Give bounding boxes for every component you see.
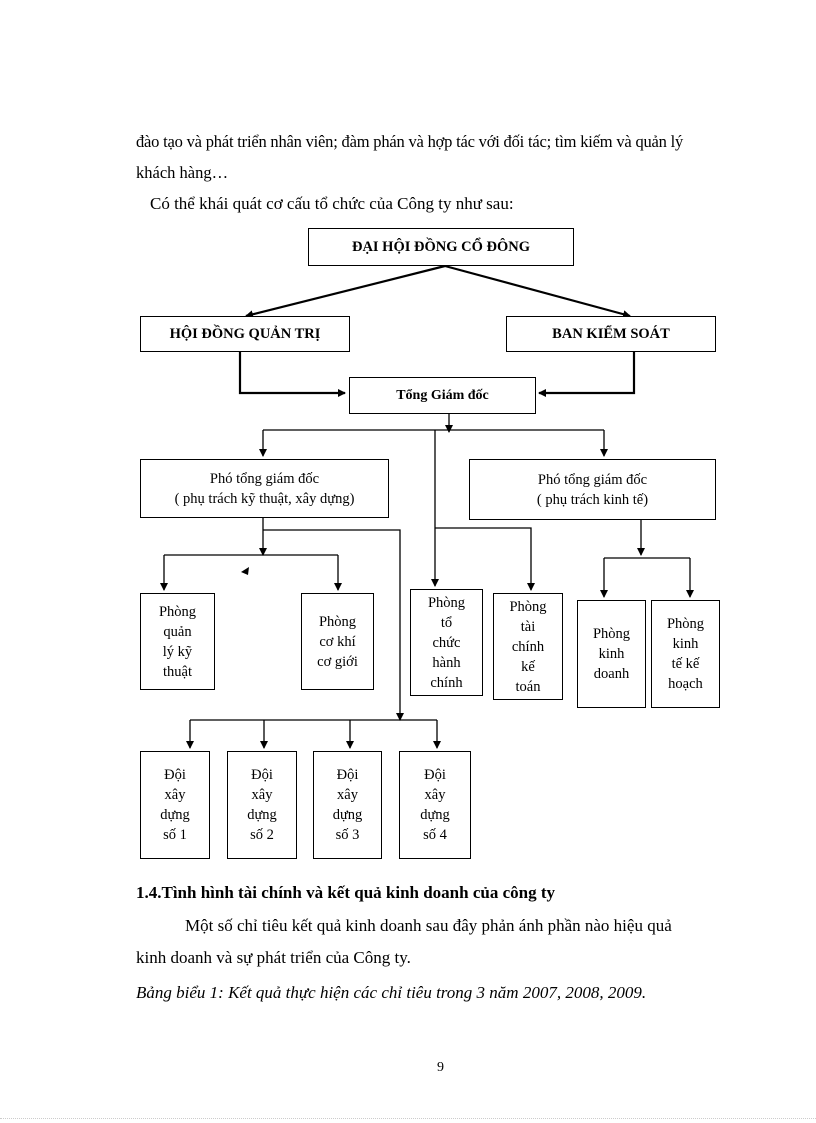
arrow-supervisory-to-ceo xyxy=(538,352,636,397)
box-team-4: Đội xây dựng số 4 xyxy=(399,751,471,859)
box-team-2: Đội xây dựng số 2 xyxy=(227,751,297,859)
box-ceo: Tổng Giám đốc xyxy=(349,377,536,414)
paragraph-line-2: khách hàng… xyxy=(136,163,229,182)
box-dept-planning: Phòng kinh tế kế hoạch xyxy=(651,600,720,708)
page-number: 9 xyxy=(437,1060,444,1075)
box-team-1: Đội xây dựng số 1 xyxy=(140,751,210,859)
table-caption: Bảng biểu 1: Kết quả thực hiện các chỉ t… xyxy=(136,983,647,1002)
paragraph-line-5: kinh doanh và sự phát triển của Công ty. xyxy=(136,948,411,967)
box-shareholders: ĐẠI HỘI ĐỒNG CỔ ĐÔNG xyxy=(308,228,574,266)
stray-arrowhead xyxy=(241,567,249,575)
box-dept-admin: Phòng tổ chức hành chính xyxy=(410,589,483,696)
box-supervisory: BAN KIỂM SOÁT xyxy=(506,316,716,352)
box-board: HỘI ĐỒNG QUẢN TRỊ xyxy=(140,316,350,352)
page-bottom-rule xyxy=(0,1118,816,1119)
box-dept-mechanic: Phòng cơ khí cơ giới xyxy=(301,593,374,690)
box-dept-tech-mgmt: Phòng quản lý kỹ thuật xyxy=(140,593,215,690)
arrow-board-to-ceo xyxy=(238,352,346,397)
arrow-to-board xyxy=(245,264,446,319)
box-team-3: Đội xây dựng số 3 xyxy=(313,751,382,859)
box-deputy-econ: Phó tổng giám đốc ( phụ trách kinh tế) xyxy=(469,459,716,520)
arrow-to-finance xyxy=(435,527,535,591)
arrow-to-supervisory xyxy=(444,264,631,319)
chart-intro-text: Có thể khái quát cơ cấu tổ chức của Công… xyxy=(150,194,514,213)
box-dept-business: Phòng kinh doanh xyxy=(577,600,646,708)
section-heading: 1.4.Tình hình tài chính và kết quả kinh … xyxy=(136,883,556,902)
paragraph-line-4: Một số chỉ tiêu kết quả kinh doanh sau đ… xyxy=(185,916,672,935)
box-deputy-tech: Phó tổng giám đốc ( phụ trách kỹ thuật, … xyxy=(140,459,389,518)
box-dept-finance: Phòng tài chính kế toán xyxy=(493,593,563,700)
paragraph-line-1: đào tạo và phát triển nhân viên; đàm phá… xyxy=(136,132,684,151)
arrow-to-teams xyxy=(263,529,404,721)
